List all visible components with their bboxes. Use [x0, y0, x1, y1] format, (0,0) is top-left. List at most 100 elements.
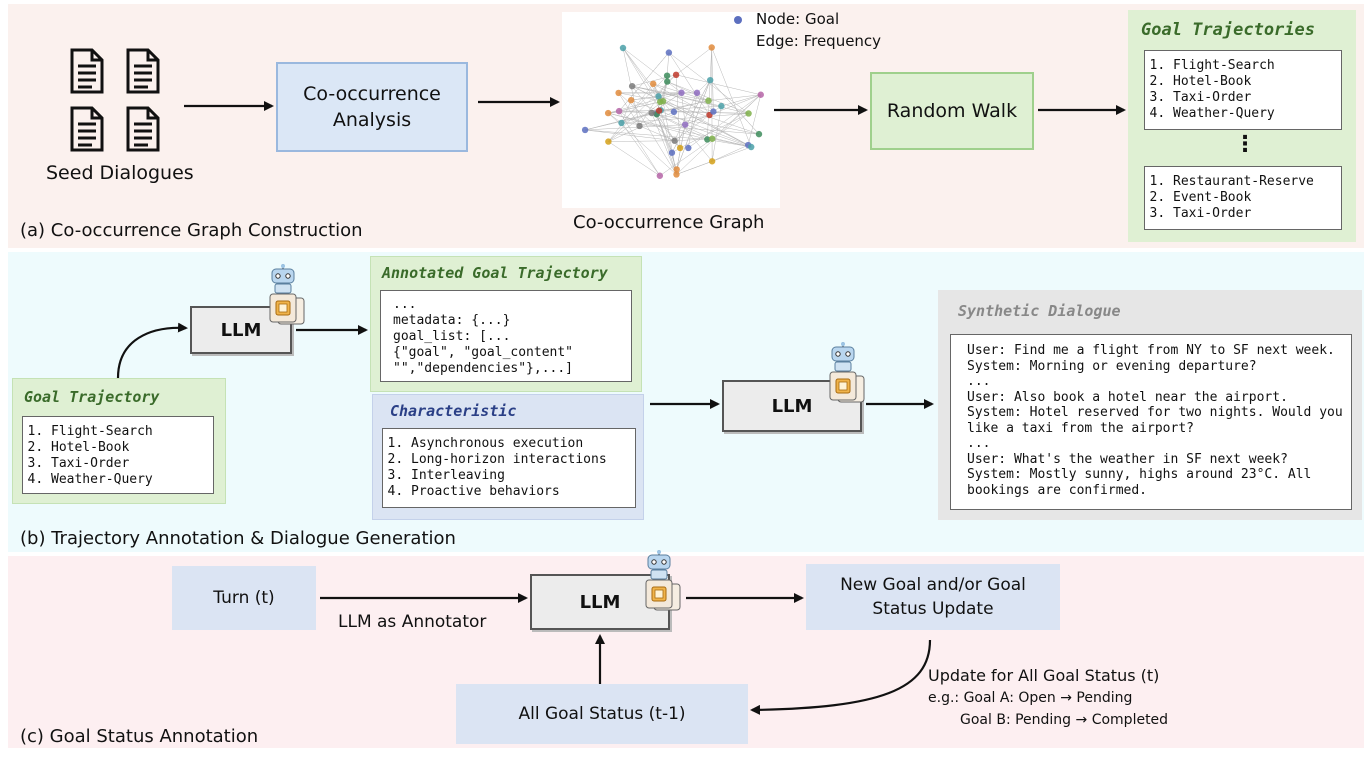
status-example-1: e.g.: Goal A: Open → Pending [928, 690, 1133, 706]
graph-edge [668, 52, 710, 116]
dialogue-line: User: Find me a flight from NY to SF nex… [967, 343, 1335, 358]
random-walk-box: Random Walk [870, 72, 1034, 150]
graph-edge [621, 122, 760, 135]
graph-edge [674, 92, 698, 141]
dialogue-line: ... [967, 374, 991, 389]
seed-dialogues-label: Seed Dialogues [46, 162, 194, 184]
graph-edge [621, 100, 632, 124]
graph-node [748, 143, 755, 151]
graph-node [685, 144, 692, 152]
graph-edge [660, 110, 673, 153]
graph-node [709, 135, 716, 142]
dialogue-line: User: Also book a hotel near the airport… [967, 389, 1288, 405]
graph-node [673, 166, 680, 173]
graph-edge [712, 94, 761, 139]
cooccurrence-graph [562, 12, 780, 208]
legend-node-marker [734, 16, 742, 24]
graph-node [627, 96, 635, 104]
graph-node [604, 109, 612, 117]
graph-edge [621, 122, 661, 176]
characteristic-card: Asynchronous execution Long-horizon inte… [382, 428, 636, 508]
graph-edge [585, 112, 652, 131]
list-item: Hotel-Book [1173, 74, 1331, 90]
graph-node [655, 107, 663, 114]
trajectory-card-2: Restaurant-Reserve Event-Book Taxi-Order [1144, 166, 1342, 230]
graph-edge [585, 124, 686, 131]
graph-edge [608, 141, 660, 176]
synthetic-dialogue-title: Synthetic Dialogue [958, 302, 1121, 320]
graph-edge [656, 114, 708, 140]
graph-node [663, 72, 671, 79]
graph-edge [585, 129, 708, 140]
graph-edge [608, 83, 654, 142]
graph-node [650, 80, 657, 88]
graph-edge [711, 106, 722, 162]
graph-edge [608, 112, 752, 148]
graph-node [636, 122, 643, 130]
update-label: Update for All Goal Status (t) [928, 666, 1160, 685]
graph-edge [608, 101, 664, 142]
graph-edge [721, 94, 761, 107]
graph-edge [622, 47, 661, 103]
robot-icon [269, 264, 305, 325]
graph-edge [608, 105, 722, 114]
graph-edge [608, 74, 677, 142]
goal-trajectory-card: Flight-Search Hotel-Book Taxi-Order Weat… [22, 416, 214, 494]
graph-edge [676, 94, 761, 175]
graph-node [656, 98, 664, 106]
list-item: Taxi-Order [1173, 90, 1331, 106]
graph-node [718, 102, 725, 110]
graph-edge [658, 96, 749, 146]
graph-edge [676, 80, 711, 170]
graph-edge [630, 100, 677, 175]
graph-edge [685, 124, 752, 148]
graph-edge [712, 144, 749, 162]
graph-label: Co-occurrence Graph [573, 212, 765, 233]
robot-icon [829, 342, 865, 403]
graph-node [628, 82, 636, 90]
code-line: metadata: {...} [393, 313, 511, 328]
graph-node [656, 172, 664, 179]
document-icon [70, 106, 104, 152]
list-item: Asynchronous execution [411, 436, 625, 452]
panel-b-label: (b) Trajectory Annotation & Dialogue Gen… [20, 528, 456, 549]
graph-edge [666, 52, 670, 76]
graph-node [671, 137, 678, 144]
graph-edge [622, 47, 682, 93]
graph-edge [688, 92, 698, 148]
graph-node [681, 121, 689, 128]
graph-node [615, 89, 622, 97]
graph-node [693, 89, 701, 97]
graph-edge [618, 92, 640, 127]
llm-box-1: LLM [190, 306, 292, 354]
graph-node [757, 91, 764, 98]
synthetic-dialogue-card: User: Find me a flight from NY to SF nex… [950, 334, 1352, 510]
graph-node [704, 136, 711, 143]
graph-edge [632, 85, 749, 114]
list-item: Long-horizon interactions [411, 452, 625, 468]
graph-edge [658, 96, 714, 112]
dialogue-line: like a taxi from the airport? [967, 420, 1194, 436]
list-item: Weather-Query [1173, 106, 1331, 122]
list-item: Interleaving [411, 468, 625, 484]
graph-edge [712, 138, 752, 148]
graph-edge [639, 81, 668, 127]
list-item: Hotel-Book [51, 440, 203, 456]
dialogue-line: System: Morning or evening departure? [967, 358, 1257, 374]
list-item: Restaurant-Reserve [1173, 174, 1331, 190]
graph-edge [618, 110, 661, 176]
graph-edge [618, 52, 670, 112]
graph-node [615, 107, 623, 115]
graph-node [708, 44, 715, 51]
dialogue-line: System: Mostly sunny, highs around 23°C.… [967, 467, 1312, 482]
all-goal-status-box: All Goal Status (t-1) [456, 684, 748, 744]
list-item: Weather-Query [51, 472, 203, 488]
goal-trajectory-title: Goal Trajectory [24, 388, 160, 406]
code-line: ... [393, 297, 417, 312]
document-icon [126, 48, 160, 94]
legend-node: Node: Goal [756, 10, 840, 28]
graph-node [678, 89, 685, 96]
dialogue-line: bookings are confirmed. [967, 482, 1148, 498]
graph-edge [710, 79, 760, 135]
graph-edge [651, 112, 677, 175]
